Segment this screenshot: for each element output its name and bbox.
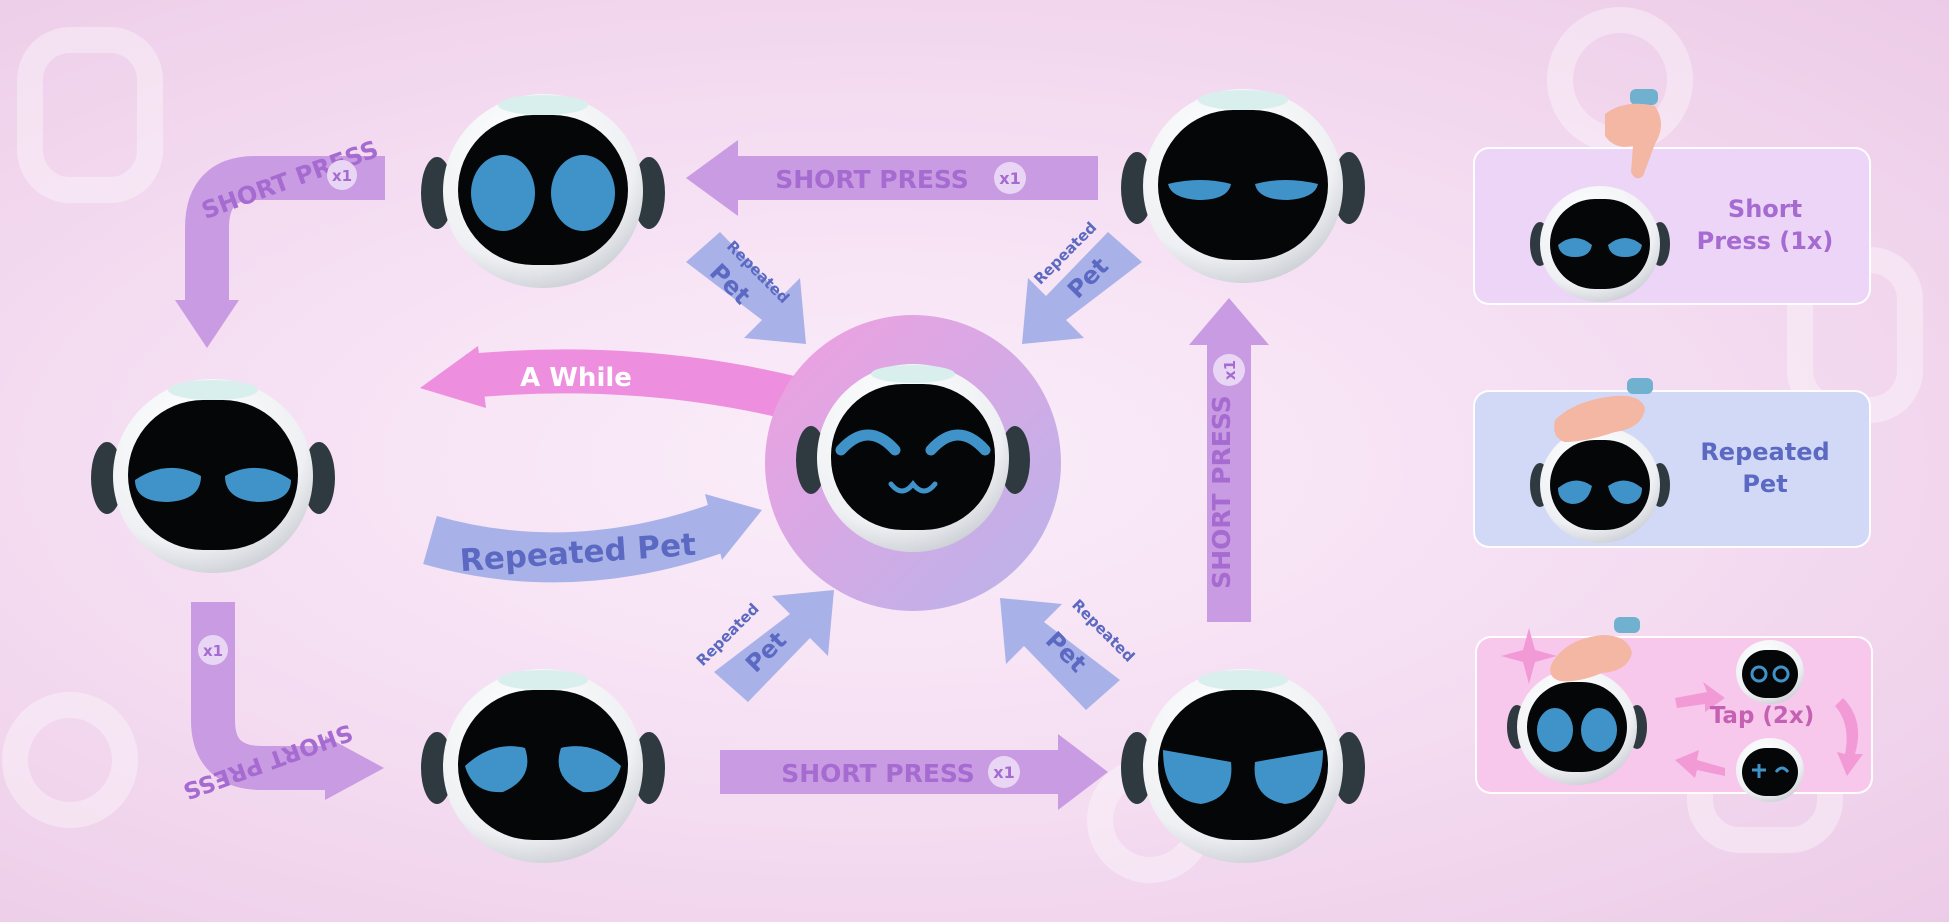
robot-face-icon bbox=[421, 94, 665, 288]
svg-text:x1: x1 bbox=[1221, 360, 1239, 380]
sparkle-icon bbox=[1501, 628, 1557, 684]
arrow-pet-bottom-left: Repeated Pet bbox=[693, 590, 834, 702]
robot-face-icon bbox=[1507, 669, 1647, 785]
arrow-icon bbox=[1675, 682, 1863, 778]
arrow-pet-top-left: Repeated Pet bbox=[686, 232, 806, 344]
svg-text:x1: x1 bbox=[993, 763, 1014, 782]
robot-face-icon bbox=[1121, 669, 1365, 863]
arrow-short-press-bottom-left: SHORT PRESS x1 bbox=[180, 602, 384, 804]
arrow-a-while: A While bbox=[420, 346, 806, 422]
arrow-label: SHORT PRESS bbox=[775, 165, 969, 194]
robot-face-icon bbox=[1736, 738, 1804, 802]
legend-label-short-press: Short Press (1x) bbox=[1696, 195, 1834, 255]
robot-face-icon bbox=[421, 669, 665, 863]
hand-icon bbox=[1554, 378, 1653, 442]
legend-card-repeated-pet: Repeated Pet bbox=[1473, 378, 1871, 548]
arrow-short-press-bottom: SHORT PRESS x1 bbox=[720, 734, 1108, 810]
robot-face-icon bbox=[1530, 186, 1670, 302]
arrow-short-press-top-left: SHORT PRESS x1 bbox=[175, 135, 385, 348]
robot-face-icon bbox=[1530, 427, 1670, 543]
legend-card-tap: Tap (2x) bbox=[1475, 617, 1873, 802]
hand-icon bbox=[1605, 89, 1661, 179]
legend-label-tap: Tap (2x) bbox=[1709, 703, 1815, 729]
hand-icon bbox=[1550, 617, 1640, 682]
svg-text:x1: x1 bbox=[332, 167, 352, 185]
legend-card-short-press: Short Press (1x) bbox=[1473, 89, 1871, 305]
legend-label-repeated-pet: Repeated Pet bbox=[1700, 438, 1830, 498]
robot-face-icon bbox=[796, 364, 1030, 552]
svg-text:SHORT PRESS: SHORT PRESS bbox=[1207, 395, 1236, 589]
arrow-pet-bottom-right: Repeated Pet bbox=[1000, 596, 1138, 710]
svg-text:x1: x1 bbox=[203, 642, 223, 660]
robot-face-icon bbox=[91, 379, 335, 573]
arrow-pet-top-right: Repeated Pet bbox=[1022, 218, 1142, 344]
svg-text:A While: A While bbox=[520, 363, 632, 393]
arrow-repeated-pet: Repeated Pet bbox=[423, 494, 762, 583]
svg-text:SHORT PRESS: SHORT PRESS bbox=[781, 759, 975, 788]
svg-text:x1: x1 bbox=[999, 169, 1020, 188]
robot-face-icon bbox=[1736, 640, 1804, 704]
robot-face-icon bbox=[1121, 89, 1365, 283]
arrow-short-press-right: SHORT PRESS x1 bbox=[1189, 298, 1269, 622]
arrow-short-press-top: SHORT PRESS x1 bbox=[686, 140, 1098, 216]
times-badge bbox=[994, 162, 1026, 194]
